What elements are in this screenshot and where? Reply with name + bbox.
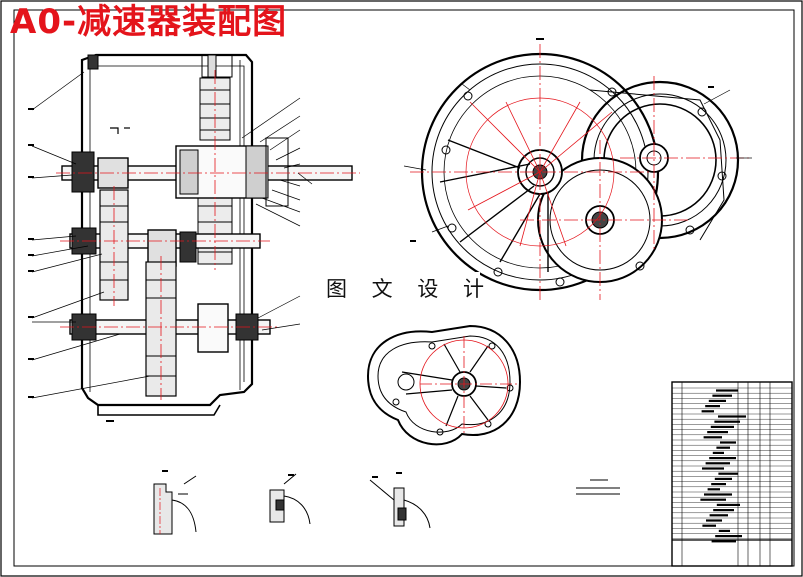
drawing-title: A0-减速器装配图 [10, 2, 288, 42]
parts-list-entry [711, 540, 736, 543]
parts-list-entry [714, 420, 740, 423]
parts-list-entry [706, 519, 722, 522]
small-labels [106, 38, 714, 478]
parts-list-entry [707, 488, 720, 491]
top-view-leaders [403, 83, 752, 233]
front-section-view [61, 53, 353, 416]
left-leader-lines [31, 71, 151, 399]
parts-list-entry [702, 524, 716, 527]
side-section-centerlines [419, 336, 520, 436]
parts-list-entry [712, 451, 724, 454]
parts-list-entry [710, 425, 734, 428]
parts-list-entry [715, 535, 742, 538]
parts-list-entry [720, 441, 736, 444]
detail-view-1 [153, 475, 197, 535]
parts-list-entry [707, 431, 728, 434]
watermark-label: 图 文 设 计 [326, 272, 484, 306]
parts-list-rows [672, 387, 792, 543]
parts-list-entry [718, 472, 738, 475]
sheet-inner-border [13, 9, 795, 567]
detail-view-3 [369, 479, 431, 529]
parts-list-entry [705, 462, 730, 465]
parts-list-entry [709, 514, 728, 517]
parts-list-entry [714, 477, 732, 480]
top-view-centerlines [410, 44, 752, 300]
parts-list-entry [709, 457, 736, 460]
parts-list-entry [702, 467, 724, 470]
left-leader-ticks [28, 108, 34, 398]
parts-list-entry [718, 529, 730, 532]
parts-list-entry [716, 446, 730, 449]
parts-list-entry [703, 436, 722, 439]
parts-list-entry [712, 394, 732, 397]
right-leader-lines [241, 97, 313, 331]
parts-list-entry [705, 405, 720, 408]
parts-list-entry [701, 410, 714, 413]
side-section-view [366, 324, 522, 446]
parts-list-entry [716, 389, 738, 392]
parts-list-entry [700, 498, 726, 501]
parts-list-entry [711, 483, 726, 486]
front-view-centerlines [56, 70, 360, 400]
parts-list-entry [716, 503, 740, 506]
parts-list-entry [713, 509, 734, 512]
parts-list-entry [718, 415, 746, 418]
detail-view-2 [269, 473, 311, 525]
parts-list-entry [708, 399, 726, 402]
technical-requirements-mark [576, 479, 620, 495]
parts-list-entry [704, 493, 732, 496]
